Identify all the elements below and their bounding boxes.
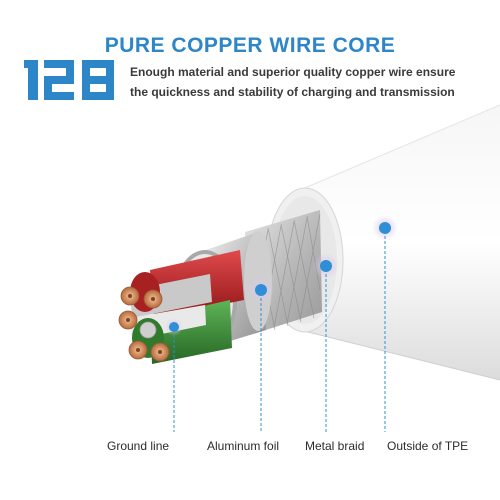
label-outside-tpe: Outside of TPE	[387, 439, 469, 453]
description-line-2: the quickness and stability of charging …	[130, 85, 455, 99]
label-ground-line: Ground line	[107, 439, 170, 453]
aluminum-foil-marker	[248, 277, 274, 303]
label-metal-braid: Metal braid	[305, 439, 365, 453]
metal-braid-marker	[313, 253, 339, 279]
description-line-1: Enough material and superior quality cop…	[130, 65, 456, 79]
number-128-graphic	[24, 60, 114, 100]
copper-strands	[118, 286, 170, 362]
ground-line-marker	[165, 318, 183, 336]
tpe-marker	[372, 215, 398, 241]
inner-cores	[130, 250, 244, 364]
leader-lines	[173, 236, 386, 432]
headline: PURE COPPER WIRE CORE	[104, 34, 396, 57]
label-aluminum-foil: Aluminum foil	[207, 439, 280, 453]
